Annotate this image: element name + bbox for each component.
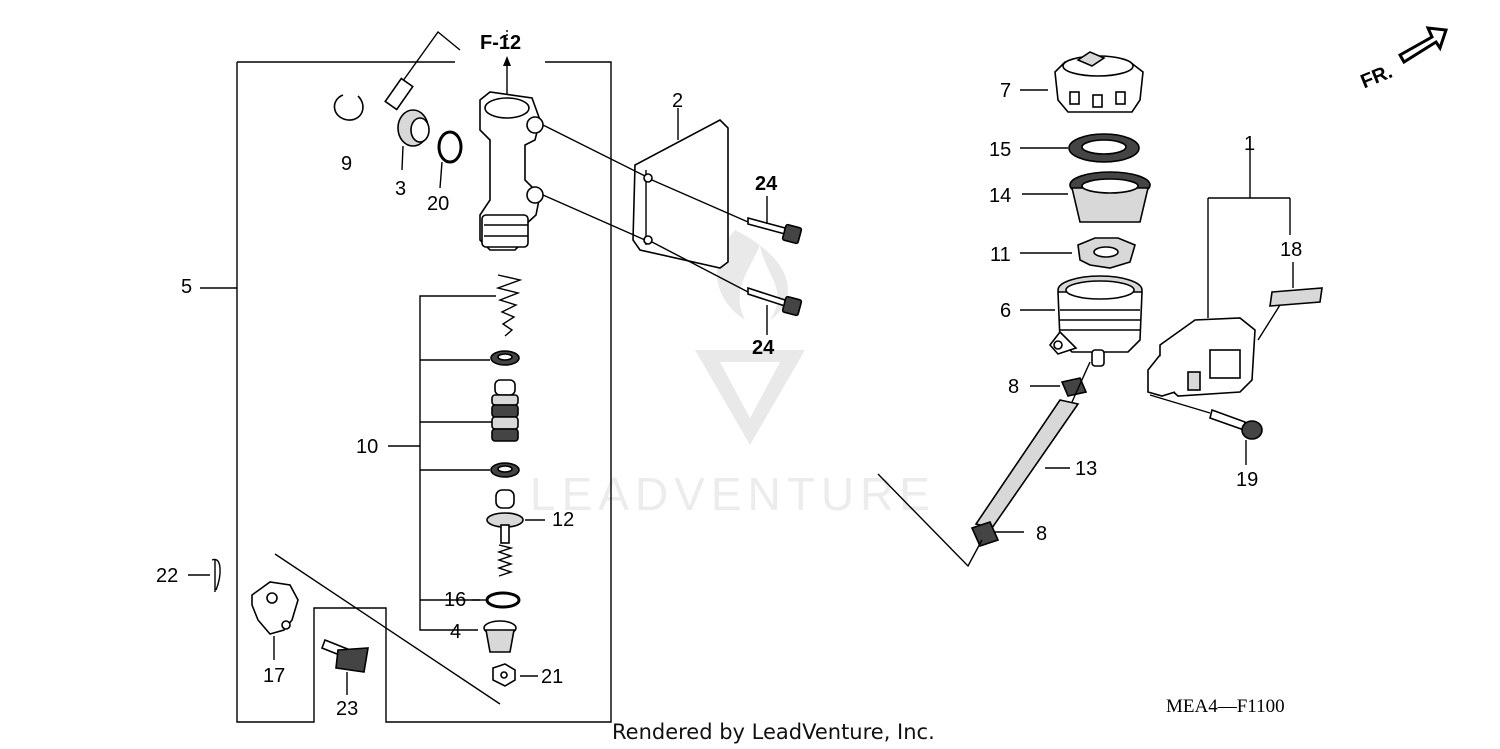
diaphragm-plate-part-15 bbox=[1020, 133, 1140, 163]
mounting-plate-part-2 bbox=[542, 108, 749, 293]
callout-15: 15 bbox=[989, 139, 1011, 161]
callout-12: 12 bbox=[552, 509, 574, 531]
hose-joint-part-3 bbox=[384, 77, 430, 171]
callout-23: 23 bbox=[336, 698, 358, 720]
render-credit: Rendered by LeadVenture, Inc. bbox=[612, 720, 935, 744]
diaphragm-part-14 bbox=[1022, 171, 1151, 223]
callout-18: 18 bbox=[1280, 239, 1302, 261]
callout-2: 2 bbox=[672, 90, 683, 112]
boot-part-4 bbox=[483, 620, 517, 653]
hose-guide-line bbox=[399, 30, 461, 86]
cup-seal-secondary bbox=[490, 462, 520, 478]
callout-1: 1 bbox=[1244, 133, 1255, 155]
callout-6: 6 bbox=[1000, 300, 1011, 322]
callout-17: 17 bbox=[263, 665, 285, 687]
bolt-part-19 bbox=[1149, 394, 1263, 465]
callout-24-upper: 24 bbox=[755, 173, 778, 195]
piston-part bbox=[491, 379, 519, 442]
callout-14: 14 bbox=[989, 185, 1011, 207]
snap-ring-part-16 bbox=[472, 591, 521, 609]
master-cylinder-body bbox=[479, 91, 544, 251]
watermark-text: LEADVENTURE bbox=[530, 468, 936, 520]
callout-22: 22 bbox=[156, 565, 178, 587]
hose-route-line bbox=[877, 473, 983, 568]
diagram-code: MEA4—F1100 bbox=[1166, 696, 1285, 717]
push-rod-part-12 bbox=[486, 489, 545, 577]
callout-13: 13 bbox=[1075, 458, 1097, 480]
cup-seal-primary bbox=[490, 350, 520, 366]
callout-4: 4 bbox=[450, 621, 461, 643]
watermark-logo bbox=[695, 230, 805, 445]
cotter-pin-part-22 bbox=[188, 558, 221, 592]
reservoir-cover-part-1 bbox=[1147, 150, 1291, 397]
front-direction-label: FR. bbox=[1358, 61, 1396, 93]
callout-5: 5 bbox=[181, 276, 192, 298]
callout-20: 20 bbox=[427, 193, 449, 215]
bracket-5 bbox=[236, 61, 612, 723]
callout-24-lower: 24 bbox=[752, 337, 775, 359]
hose-clip-part-8-upper bbox=[1030, 377, 1088, 397]
reservoir-cap-part-7 bbox=[1020, 51, 1144, 113]
callout-7: 7 bbox=[1000, 80, 1011, 102]
callout-19: 19 bbox=[1236, 469, 1258, 491]
hose-clip-part-8-lower bbox=[970, 521, 1024, 547]
front-direction-arrow bbox=[1397, 26, 1449, 65]
clevis-pin-part-23 bbox=[320, 638, 369, 695]
bracket-10 bbox=[388, 295, 496, 631]
spring-part bbox=[495, 274, 523, 337]
callout-10: 10 bbox=[356, 436, 378, 458]
callout-9: 9 bbox=[341, 153, 352, 175]
reservoir-part-6 bbox=[1020, 275, 1143, 367]
label-part-18 bbox=[1269, 262, 1323, 307]
circlip-part-9 bbox=[333, 94, 364, 121]
bolt-part-24-lower bbox=[747, 286, 803, 335]
callout-3: 3 bbox=[395, 178, 406, 200]
callout-21: 21 bbox=[541, 666, 563, 688]
callout-16: 16 bbox=[444, 589, 466, 611]
callout-8-upper: 8 bbox=[1008, 376, 1019, 398]
callout-8-lower: 8 bbox=[1036, 523, 1047, 545]
o-ring-part-20 bbox=[437, 130, 463, 189]
clevis-part-17 bbox=[251, 553, 501, 705]
section-reference-label: F-12 bbox=[480, 32, 521, 54]
bolt-part-24-upper bbox=[747, 196, 803, 245]
diaphragm-holder-part-11 bbox=[1020, 237, 1136, 269]
nut-part-21 bbox=[492, 663, 538, 687]
callout-11: 11 bbox=[990, 244, 1011, 266]
